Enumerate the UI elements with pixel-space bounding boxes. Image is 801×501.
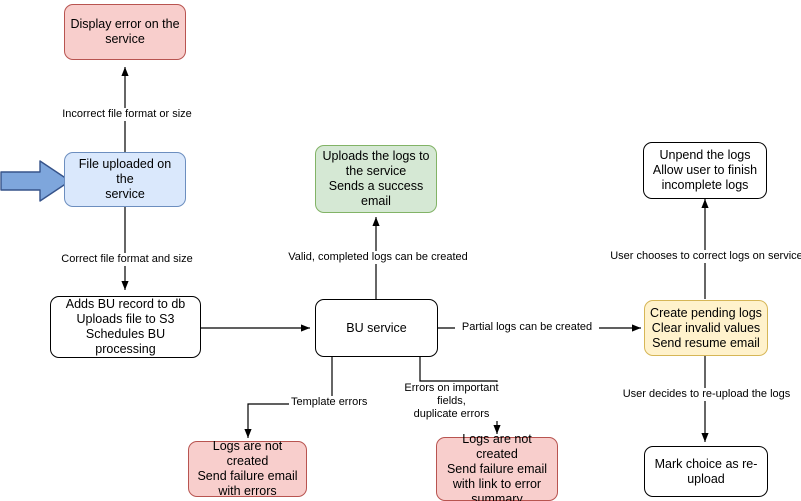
node-create-pending-logs-label: Create pending logs Clear invalid values… — [650, 305, 762, 350]
node-display-error[interactable]: Display error on the service — [64, 4, 186, 60]
node-adds-bu-record[interactable]: Adds BU record to db Uploads file to S3 … — [50, 296, 201, 358]
node-logs-not-created-summary-label: Logs are not created Send failure email … — [446, 431, 548, 501]
entry-block-arrow-icon — [0, 160, 71, 202]
node-mark-choice[interactable]: Mark choice as re- upload — [644, 446, 768, 497]
node-display-error-label: Display error on the service — [70, 17, 180, 46]
edge-label-correct-format: Correct file format and size — [57, 253, 197, 266]
edge-label-user-reuploads: User decides to re-upload the logs — [614, 388, 799, 401]
node-create-pending-logs[interactable]: Create pending logs Clear invalid values… — [644, 300, 768, 356]
node-bu-service[interactable]: BU service — [315, 299, 438, 357]
edge-label-template-errors: Template errors — [289, 396, 375, 409]
node-bu-service-label: BU service — [346, 320, 407, 335]
node-adds-bu-record-label: Adds BU record to db Uploads file to S3 … — [65, 297, 186, 356]
node-logs-not-created-summary[interactable]: Logs are not created Send failure email … — [436, 432, 558, 501]
edge-label-partial-logs: Partial logs can be created — [455, 321, 599, 334]
node-file-uploaded-label: File uploaded on the service — [78, 157, 172, 201]
node-file-uploaded[interactable]: File uploaded on the service — [64, 152, 186, 207]
edge-label-important-errors: Errors on important fields, duplicate er… — [392, 382, 511, 421]
node-mark-choice-label: Mark choice as re- upload — [654, 456, 758, 486]
node-uploads-logs-label: Uploads the logs to the service Sends a … — [322, 149, 430, 208]
node-unpend-logs-label: Unpend the logs Allow user to finish inc… — [652, 148, 758, 192]
node-logs-not-created-errors-label: Logs are not created Send failure email … — [197, 439, 298, 498]
edge-label-user-corrects: User chooses to correct logs on service — [608, 250, 801, 263]
node-unpend-logs[interactable]: Unpend the logs Allow user to finish inc… — [643, 142, 767, 199]
node-uploads-logs[interactable]: Uploads the logs to the service Sends a … — [315, 145, 437, 213]
edge-label-incorrect-format: Incorrect file format or size — [57, 108, 197, 121]
node-logs-not-created-errors[interactable]: Logs are not created Send failure email … — [188, 439, 307, 498]
edge-label-valid-logs: Valid, completed logs can be created — [284, 251, 472, 264]
